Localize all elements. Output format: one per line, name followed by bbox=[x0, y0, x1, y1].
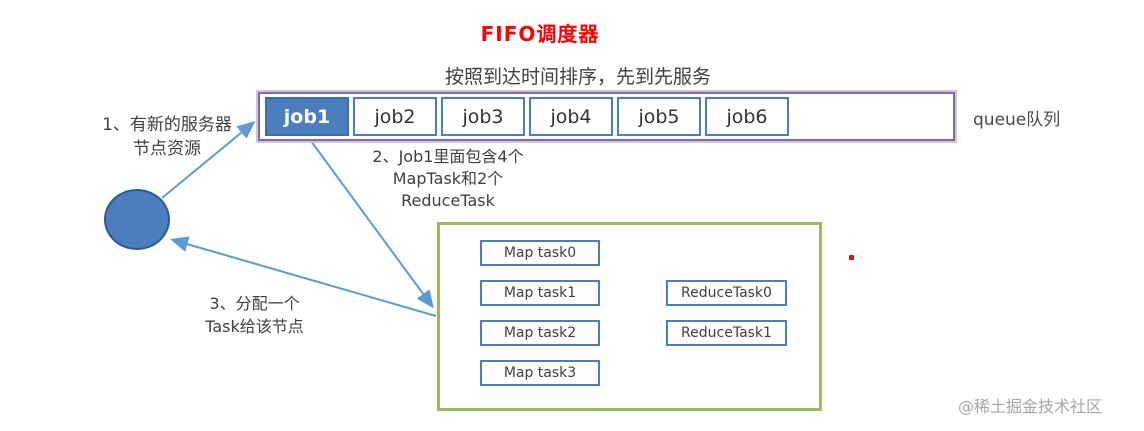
annotation-step2-line1: 2、Job1里面包含4个 bbox=[372, 147, 524, 166]
reduce-task0-box: ReduceTask0 bbox=[666, 280, 787, 306]
page-title: FIFO调度器 bbox=[480, 22, 600, 46]
queue-cells: job1 job2 job3 job4 job5 job6 bbox=[265, 97, 789, 136]
subtitle: 按照到达时间排序，先到先服务 bbox=[444, 66, 711, 88]
map-task3-box: Map task3 bbox=[480, 360, 600, 386]
annotation-step3-line1: 3、分配一个 bbox=[209, 294, 300, 313]
map-task2-box: Map task2 bbox=[480, 320, 600, 346]
queue-box: job1 job2 job3 job4 job5 job6 bbox=[258, 92, 955, 141]
queue-job2: job2 bbox=[353, 97, 437, 136]
queue-job1: job1 bbox=[265, 97, 349, 136]
annotation-step2: 2、Job1里面包含4个 MapTask和2个 ReduceTask bbox=[328, 146, 568, 212]
annotation-step2-line2: MapTask和2个 bbox=[392, 169, 504, 188]
node-task-container: Map task0 Map task1 Map task2 Map task3 … bbox=[437, 222, 822, 411]
red-annotation-dot bbox=[849, 255, 854, 260]
reduce-task1-box: ReduceTask1 bbox=[666, 320, 787, 346]
annotation-step2-line3: ReduceTask bbox=[401, 191, 495, 210]
queue-job3: job3 bbox=[441, 97, 525, 136]
watermark: @稀土掘金技术社区 bbox=[958, 397, 1103, 416]
map-task0-box: Map task0 bbox=[480, 240, 600, 266]
annotation-step3-line2: Task给该节点 bbox=[205, 317, 304, 336]
map-task1-box: Map task1 bbox=[480, 280, 600, 306]
annotation-step1-line1: 1、有新的服务器 bbox=[102, 115, 232, 135]
queue-label: queue队列 bbox=[973, 110, 1061, 130]
queue-job4: job4 bbox=[529, 97, 613, 136]
annotation-step3: 3、分配一个 Task给该节点 bbox=[182, 292, 327, 338]
queue-job6: job6 bbox=[705, 97, 789, 136]
annotation-step1: 1、有新的服务器 节点资源 bbox=[72, 113, 262, 161]
annotation-step1-line2: 节点资源 bbox=[133, 139, 201, 159]
server-node-circle bbox=[104, 189, 170, 250]
queue-job5: job5 bbox=[617, 97, 701, 136]
